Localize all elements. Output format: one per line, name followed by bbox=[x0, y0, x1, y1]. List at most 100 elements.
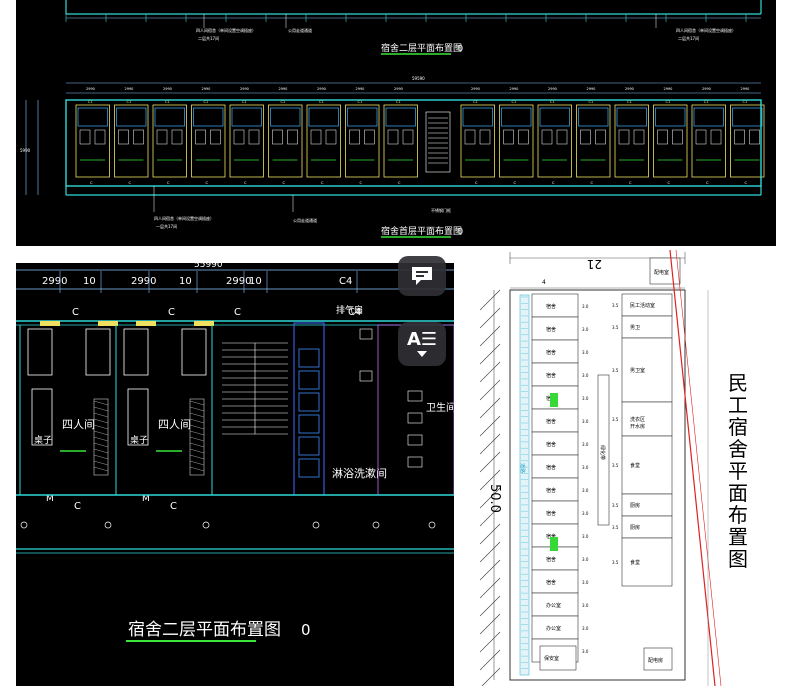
service-room-label: 男卫室 bbox=[630, 367, 645, 374]
bathroom-pod bbox=[655, 107, 686, 127]
bed bbox=[672, 129, 683, 145]
shower-stall bbox=[298, 414, 320, 434]
shower-stall bbox=[298, 392, 320, 412]
bed bbox=[79, 129, 91, 145]
bathroom-pod bbox=[270, 107, 301, 127]
bay-dimension-label: 2990 bbox=[279, 87, 288, 91]
service-dimension: 3.5 bbox=[612, 303, 619, 308]
room-dimension: 3.0 bbox=[582, 488, 589, 493]
chat-button[interactable] bbox=[398, 256, 446, 296]
zoom-bay-dimension: C4 bbox=[339, 276, 352, 287]
zoom-bay-dimension: 2990 bbox=[131, 276, 156, 287]
bed bbox=[85, 328, 111, 376]
dorm-room-label: 宿舍 bbox=[546, 303, 556, 310]
hatch bbox=[189, 430, 205, 436]
dorm-room bbox=[499, 104, 534, 178]
site-hatch bbox=[480, 325, 501, 347]
bay-dimension-label: 2990 bbox=[240, 87, 249, 91]
site-hatch bbox=[480, 415, 501, 437]
callout-top-left-count: 二层共17间 bbox=[198, 35, 219, 41]
callout-top-right-count: 二层共17间 bbox=[678, 35, 699, 41]
bathroom-pod bbox=[231, 107, 262, 127]
bathroom-pod bbox=[193, 107, 224, 127]
site-hatch bbox=[480, 289, 501, 311]
zoom-top-dimension: 55990 bbox=[194, 263, 223, 270]
room-dimension: 3.0 bbox=[582, 373, 589, 378]
axis-c-label: C bbox=[74, 501, 81, 512]
bed bbox=[710, 129, 722, 145]
axis-label: C bbox=[283, 181, 286, 185]
translate-button[interactable]: A☰ bbox=[398, 322, 446, 366]
bed bbox=[541, 129, 553, 145]
bed bbox=[195, 129, 206, 145]
axis-label: C bbox=[398, 181, 401, 185]
dorm-room-label: 宿舍 bbox=[546, 464, 556, 471]
site-hatch bbox=[480, 523, 501, 545]
bathroom-pod bbox=[347, 107, 378, 127]
shower-stall bbox=[298, 370, 320, 390]
room-dimension: 3.0 bbox=[582, 580, 589, 585]
axis-label: C bbox=[591, 181, 594, 185]
zoom-title-suffix: 0 bbox=[301, 621, 311, 639]
site-hatch bbox=[480, 631, 501, 653]
window-tag: C1 bbox=[512, 100, 517, 104]
axis-label: C bbox=[90, 181, 93, 185]
bed bbox=[618, 129, 630, 145]
hatch bbox=[189, 436, 205, 442]
bed bbox=[248, 129, 260, 145]
window-tag: C1 bbox=[358, 100, 363, 104]
site-hatch bbox=[480, 451, 501, 473]
service-room bbox=[621, 537, 673, 587]
bed bbox=[210, 129, 221, 145]
window-tag: C1 bbox=[319, 100, 324, 104]
service-dimension: 3.5 bbox=[612, 325, 619, 330]
dorm-room bbox=[345, 104, 380, 178]
second-floor-partial: 四人间宿舍（单间设置空调插座） 二层共17间 公用走道通道 四人间宿舍（单间设置… bbox=[65, 0, 762, 55]
service-dimension: 3.5 bbox=[612, 368, 619, 373]
dorm-room bbox=[730, 104, 765, 178]
dorm-room bbox=[691, 104, 726, 178]
bathroom-pod bbox=[462, 107, 493, 127]
sink bbox=[359, 370, 373, 382]
dorm-room bbox=[268, 104, 303, 178]
dorm-room-label: 宿舍 bbox=[546, 349, 556, 356]
corridor-label: 绿化带 bbox=[599, 445, 606, 460]
dorm-room-label: 办公室 bbox=[546, 602, 561, 609]
callout-top-right: 四人间宿舍（单间设置空调插座） bbox=[676, 27, 736, 33]
window-tag: C1 bbox=[396, 100, 401, 104]
drain-marker bbox=[428, 521, 436, 529]
room-dimension: 3.0 bbox=[582, 626, 589, 631]
drain-marker bbox=[312, 521, 320, 529]
site-hatch bbox=[480, 541, 501, 563]
hatch bbox=[93, 466, 109, 472]
toilet bbox=[407, 434, 423, 446]
bed bbox=[94, 129, 106, 145]
zoom-title: 宿舍二层平面布置图 bbox=[128, 620, 281, 640]
desk-label: 桌子 bbox=[34, 434, 52, 446]
width-dimension: 21 bbox=[587, 257, 602, 271]
window-tag: C1 bbox=[666, 100, 671, 104]
bed bbox=[695, 129, 707, 145]
bed bbox=[556, 129, 568, 145]
axis-label: C bbox=[321, 181, 324, 185]
window bbox=[40, 321, 60, 326]
bed bbox=[287, 129, 298, 145]
bay-dimension-label: 2990 bbox=[202, 87, 211, 91]
chat-bubble-icon bbox=[412, 267, 432, 285]
sink bbox=[359, 328, 373, 340]
drain-marker bbox=[104, 521, 112, 529]
dorm-room bbox=[306, 104, 341, 178]
desk bbox=[127, 388, 149, 446]
dorm-room-label: 宿舍 bbox=[546, 510, 556, 517]
drain-marker bbox=[372, 521, 380, 529]
bathroom-pod bbox=[616, 107, 647, 127]
dorm-room bbox=[114, 104, 149, 178]
hatch bbox=[93, 430, 109, 436]
site-hatch bbox=[480, 559, 501, 581]
site-hatch bbox=[480, 487, 501, 509]
zoom-bay-dimension: 2990 bbox=[226, 276, 251, 287]
hatch bbox=[189, 460, 205, 466]
window-tag: C1 bbox=[704, 100, 709, 104]
stair-outline bbox=[425, 111, 451, 173]
